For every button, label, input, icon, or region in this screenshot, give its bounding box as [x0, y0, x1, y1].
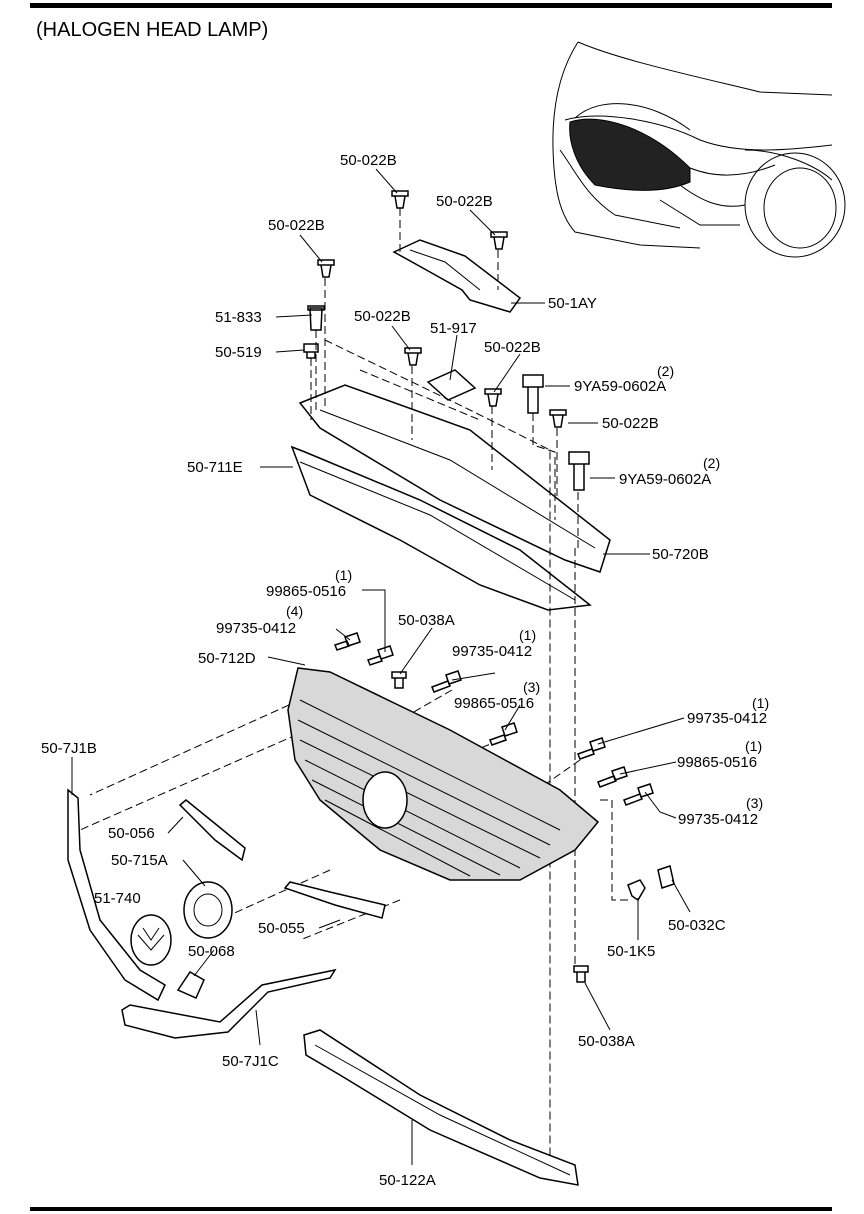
callout-qty: (1): [519, 627, 536, 643]
callout-99735-0412: 99735-0412: [216, 620, 296, 637]
clip-50-038A-lower-icon: [573, 965, 589, 983]
callout-50-022B: 50-022B: [340, 152, 397, 169]
vehicle-inset: [552, 41, 846, 258]
garnish-50-711E-icon: [290, 445, 592, 611]
screw-icon: [334, 632, 654, 806]
callout-50-712D: 50-712D: [198, 650, 256, 667]
callout-50-7J1C: 50-7J1C: [222, 1053, 279, 1070]
callout-qty: (3): [523, 679, 540, 695]
inset-grille-highlight: [569, 118, 691, 191]
moulding-50-7J1C-icon: [121, 968, 337, 1039]
callout-qty: (2): [657, 363, 674, 379]
callout-50-022B: 50-022B: [268, 217, 325, 234]
moulding-50-055-icon: [283, 881, 386, 919]
callout-50-056: 50-056: [108, 825, 155, 842]
callout-qty: (4): [286, 603, 303, 619]
bracket-50-068-icon: [176, 971, 205, 999]
nut-50-519-icon: [303, 343, 319, 359]
callout-50-022B: 50-022B: [436, 193, 493, 210]
moulding-50-7J1B-icon: [67, 788, 166, 1002]
bracket-50-1AY-icon: [392, 239, 522, 313]
diagram-title: (HALOGEN HEAD LAMP): [36, 19, 268, 41]
callout-9YA59-0602A: 9YA59-0602A: [619, 471, 711, 488]
emblem-51-740-icon: [130, 914, 172, 966]
top-rule: [30, 3, 832, 8]
callout-51-917: 51-917: [430, 320, 477, 337]
bottom-rule: [30, 1207, 832, 1211]
callout-50-055: 50-055: [258, 920, 305, 937]
callout-50-122A: 50-122A: [379, 1172, 436, 1189]
clip-50-038A-icon: [391, 671, 407, 689]
callout-9YA59-0602A: 9YA59-0602A: [574, 378, 666, 395]
callout-99735-0412: 99735-0412: [678, 811, 758, 828]
callout-50-711E: 50-711E: [187, 459, 243, 476]
callout-50-720B: 50-720B: [652, 546, 709, 563]
grille-50-712D-icon: [287, 667, 600, 881]
callout-50-022B: 50-022B: [354, 308, 411, 325]
callout-50-1K5: 50-1K5: [607, 943, 655, 960]
callout-99735-0412: 99735-0412: [452, 643, 532, 660]
callout-99735-0412: 99735-0412: [687, 710, 767, 727]
emblem-50-715A-icon: [183, 881, 233, 939]
callout-50-038A: 50-038A: [398, 612, 455, 629]
callout-99865-0516: 99865-0516: [266, 583, 346, 600]
callout-50-1AY: 50-1AY: [548, 295, 597, 312]
callout-50-032C: 50-032C: [668, 917, 726, 934]
grommet-51-833-icon: [307, 305, 325, 331]
callout-qty: (1): [752, 695, 769, 711]
callout-99865-0516: 99865-0516: [454, 695, 534, 712]
callout-50-068: 50-068: [188, 943, 235, 960]
clip-50-032C-icon: [657, 865, 675, 889]
callout-qty: (2): [703, 455, 720, 471]
callout-50-7J1B: 50-7J1B: [41, 740, 97, 757]
callout-51-833: 51-833: [215, 309, 262, 326]
callout-qty: (1): [745, 738, 762, 754]
bolt-9YA59-0602A-icon: [522, 374, 590, 491]
clip-50-022B-icon: [317, 190, 567, 428]
callout-qty: (1): [335, 567, 352, 583]
callout-50-519: 50-519: [215, 344, 262, 361]
clip-50-1K5-icon: [627, 879, 646, 902]
callout-51-740: 51-740: [94, 890, 141, 907]
callout-50-022B: 50-022B: [484, 339, 541, 356]
callout-qty: (3): [746, 795, 763, 811]
leader-lines: [71, 168, 691, 1165]
moulding-50-056-icon: [178, 799, 246, 862]
callout-50-038A: 50-038A: [578, 1033, 635, 1050]
callout-99865-0516: 99865-0516: [677, 754, 757, 771]
label-51-917-icon: [426, 369, 477, 401]
support-50-122A-icon: [303, 1029, 579, 1186]
callout-50-715A: 50-715A: [111, 852, 168, 869]
callout-50-022B: 50-022B: [602, 415, 659, 432]
